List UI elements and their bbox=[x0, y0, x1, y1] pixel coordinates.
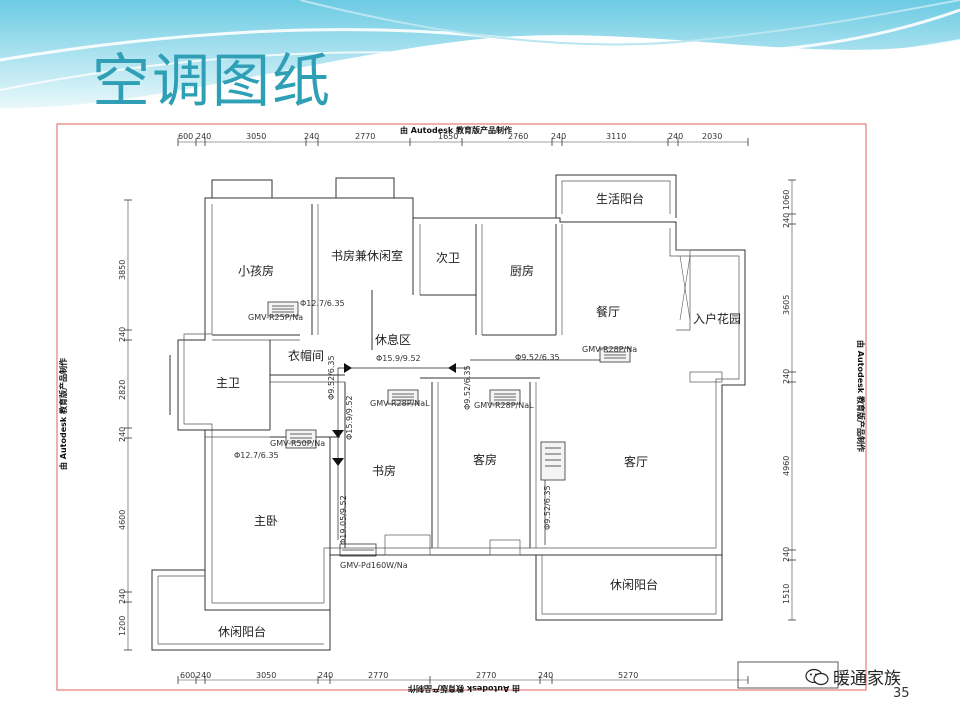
room-leisure-balcony-right: 休闲阳台 bbox=[610, 577, 658, 592]
dim-bottom-2: 240 bbox=[196, 671, 211, 680]
label-pipe-dining: Φ9.52/6.35 bbox=[515, 353, 560, 362]
dim-left-7: 1200 bbox=[118, 616, 127, 636]
room-dining: 餐厅 bbox=[596, 304, 620, 319]
dim-top-2: 240 bbox=[196, 132, 211, 141]
dim-bottom-7: 240 bbox=[538, 671, 553, 680]
room-study-leisure: 书房兼休闲室 bbox=[331, 248, 403, 263]
ac-outdoor-unit bbox=[339, 543, 377, 557]
dim-right-1: 1060 bbox=[782, 190, 791, 210]
dim-top-4: 240 bbox=[304, 132, 319, 141]
dim-bottom-1: 600 bbox=[180, 671, 195, 680]
label-pipe-rest: Φ15.9/9.52 bbox=[376, 354, 421, 363]
room-child: 小孩房 bbox=[238, 263, 274, 278]
dim-left-1: 3850 bbox=[118, 260, 127, 280]
dim-bottom-6: 2770 bbox=[476, 671, 496, 680]
dim-top-8: 240 bbox=[551, 132, 566, 141]
label-pipe-v4: Φ9.52/6.35 bbox=[463, 365, 472, 410]
dim-right-6: 240 bbox=[782, 547, 791, 562]
brand-logo: 暖通家族 bbox=[805, 664, 901, 689]
room-living-balcony: 生活阳台 bbox=[596, 191, 644, 206]
flow-arrows bbox=[332, 363, 456, 466]
wechat-icon bbox=[805, 668, 829, 685]
page-number: 35 bbox=[893, 686, 910, 701]
ac-unit-child bbox=[267, 301, 299, 317]
ac-unit-living bbox=[540, 441, 566, 481]
dim-right-2: 240 bbox=[782, 213, 791, 228]
dim-bottom-4: 240 bbox=[318, 671, 333, 680]
dim-top-9: 3110 bbox=[606, 132, 626, 141]
dim-left-2: 240 bbox=[118, 327, 127, 342]
dim-top-10: 240 bbox=[668, 132, 683, 141]
room-master-bedroom: 主卧 bbox=[254, 514, 278, 528]
label-unit-study: GMV-R28P/NaL bbox=[370, 399, 430, 408]
ac-unit-dining bbox=[599, 347, 631, 363]
label-pipe-v5: Φ9.52/6.35 bbox=[543, 485, 552, 530]
header-wave-banner bbox=[0, 0, 960, 109]
walls bbox=[151, 174, 746, 651]
dim-right-4: 240 bbox=[782, 369, 791, 384]
dim-right-3: 3605 bbox=[782, 295, 791, 315]
room-kitchen: 厨房 bbox=[510, 263, 534, 278]
brand-name: 暖通家族 bbox=[833, 669, 901, 689]
label-unit-dining: GMV-R28P/Na bbox=[582, 345, 637, 354]
label-pipe-v1: Φ9.52/6.35 bbox=[327, 355, 336, 400]
dim-left-6: 240 bbox=[118, 589, 127, 604]
label-pipe-v3: Φ19.05/9.52 bbox=[339, 495, 348, 545]
ac-unit-master bbox=[285, 429, 317, 449]
top-dimension-line bbox=[177, 138, 749, 146]
label-unit-outdoor: GMV-Pd160W/Na bbox=[340, 561, 408, 570]
dim-right-5: 4960 bbox=[782, 456, 791, 476]
watermark-right: 由 Autodesk 教育版产品制作 bbox=[856, 340, 866, 452]
dim-bottom-8: 5270 bbox=[618, 671, 638, 680]
dim-top-1: 600 bbox=[178, 132, 193, 141]
room-study: 书房 bbox=[372, 463, 396, 478]
label-unit-child: GMV-R25P/Na bbox=[248, 313, 303, 322]
room-guest: 客房 bbox=[473, 452, 497, 467]
dim-top-11: 2030 bbox=[702, 132, 722, 141]
dim-top-5: 2770 bbox=[355, 132, 375, 141]
watermark-bottom: 由 Autodesk 教育版产品制作 bbox=[408, 684, 520, 694]
left-dimension-line bbox=[124, 199, 132, 651]
label-pipe-v2: Φ15.9/9.52 bbox=[345, 395, 354, 440]
title-block bbox=[737, 661, 839, 689]
room-cloakroom: 衣帽间 bbox=[288, 348, 324, 363]
slide-title: 空调图纸 bbox=[92, 47, 333, 115]
dim-bottom-5: 2770 bbox=[368, 671, 388, 680]
dim-top-6: 1650 bbox=[438, 132, 458, 141]
room-second-bath: 次卫 bbox=[436, 251, 460, 265]
watermark-top: 由 Autodesk 教育版产品制作 bbox=[400, 125, 512, 135]
dim-left-3: 2820 bbox=[118, 380, 127, 400]
label-pipe-child: Φ12.7/6.35 bbox=[300, 299, 345, 308]
right-dimension-line bbox=[788, 179, 796, 621]
drawing-frame bbox=[56, 123, 867, 691]
dim-right-7: 1510 bbox=[782, 584, 791, 604]
ac-unit-guest bbox=[489, 389, 521, 405]
label-unit-master: GMV-R50P/Na bbox=[270, 439, 325, 448]
bottom-dimension-line bbox=[177, 676, 749, 684]
room-living: 客厅 bbox=[624, 454, 648, 469]
room-master-bath: 主卫 bbox=[216, 376, 240, 390]
room-entry-garden: 入户花园 bbox=[693, 311, 741, 326]
dim-left-5: 4600 bbox=[118, 510, 127, 530]
room-leisure-balcony-left: 休闲阳台 bbox=[218, 624, 266, 639]
room-rest-area: 休息区 bbox=[375, 332, 411, 347]
dim-top-7: 2760 bbox=[508, 132, 528, 141]
dim-left-4: 240 bbox=[118, 427, 127, 442]
label-unit-guest: GMV-R28P/NaL bbox=[474, 401, 534, 410]
dim-top-3: 3050 bbox=[246, 132, 266, 141]
label-pipe-master: Φ12.7/6.35 bbox=[234, 451, 279, 460]
ac-unit-study bbox=[387, 389, 419, 405]
dim-bottom-3: 3050 bbox=[256, 671, 276, 680]
watermark-left: 由 Autodesk 教育版产品制作 bbox=[58, 358, 68, 470]
